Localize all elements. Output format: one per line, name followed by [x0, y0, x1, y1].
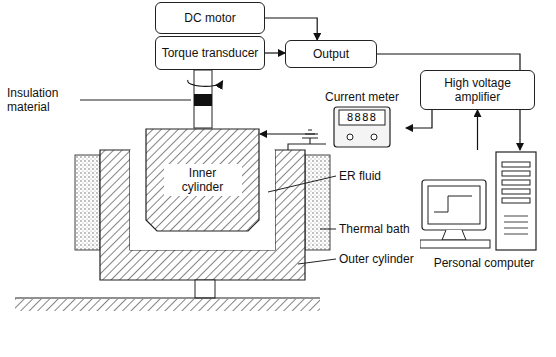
part-label: Insulation material [6, 86, 78, 114]
drive-slot [502, 189, 530, 194]
shaft [194, 70, 212, 128]
transducer-box: Torque transducer [155, 36, 265, 70]
part-label: Outer cylinder [338, 252, 415, 266]
drive-slot [502, 180, 530, 185]
monitor-stand [442, 230, 466, 240]
ground-symbol [302, 130, 318, 144]
drive-slot [502, 162, 530, 167]
vent-line [504, 228, 528, 229]
stand [195, 280, 215, 298]
node-text: Personal computer [420, 256, 548, 270]
thermal-bath [305, 155, 330, 250]
signal-connector [406, 110, 432, 128]
vent-line [504, 222, 528, 223]
ground-wire [288, 144, 326, 150]
vent-line [504, 234, 528, 235]
leader-line [298, 259, 336, 264]
inner-cylinder: Inner cylinder [145, 128, 260, 232]
part-label: Thermal bath [338, 222, 411, 236]
signal-connector [477, 110, 478, 150]
node-text: High voltage amplifier [425, 76, 530, 104]
cylinder-body [146, 129, 259, 231]
node-text: DC motor [184, 11, 235, 25]
part-label: ER fluid [338, 169, 382, 183]
leader-line [80, 100, 191, 101]
signal-connector [265, 18, 317, 40]
vent-line [504, 216, 528, 217]
amplifier-box: High voltage amplifier [420, 70, 535, 110]
node-text: 8888 [339, 110, 385, 125]
drive-slot [502, 171, 530, 176]
signal-connector [260, 133, 318, 134]
insulation-band [194, 94, 212, 106]
leader-line [268, 176, 336, 192]
meter-terminal [347, 134, 353, 140]
node-text: Output [313, 47, 349, 61]
ground-hatch [15, 299, 320, 311]
motor-box: DC motor [155, 2, 265, 34]
meter-body [334, 107, 390, 147]
leader-line [320, 229, 336, 230]
meter-terminal [371, 134, 377, 140]
drive-slot [502, 198, 530, 203]
keyboard [420, 240, 490, 248]
personal-computer: Personal computer [420, 150, 548, 282]
screen-curve [434, 196, 472, 212]
monitor [422, 180, 486, 230]
output-box: Output [285, 40, 377, 68]
screen [428, 186, 480, 224]
node-text: Current meter [318, 90, 406, 104]
signal-connector [265, 52, 285, 53]
node-text: Torque transducer [162, 46, 259, 60]
meter-display [339, 110, 385, 125]
thermal-bath [75, 155, 100, 250]
rotation-arrow [188, 80, 222, 86]
node-text: Inner cylinder [164, 164, 242, 196]
ground-line [15, 297, 320, 298]
current-meter: Current meter 8888 [318, 90, 406, 148]
tower [496, 152, 536, 250]
